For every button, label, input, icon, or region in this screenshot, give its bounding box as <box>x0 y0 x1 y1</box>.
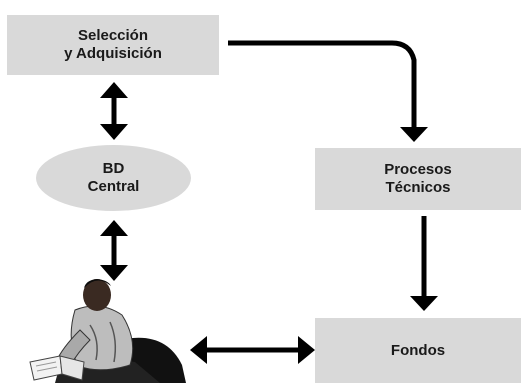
arrow-seleccion-bd-bidirectional <box>100 82 128 140</box>
node-seleccion-adquisicion: Selección y Adquisición <box>7 15 219 75</box>
person-reading-icon <box>29 279 186 383</box>
node-fondos: Fondos <box>315 318 521 383</box>
arrow-bd-reader-bidirectional <box>100 220 128 281</box>
node-procesos-tecnicos: Procesos Técnicos <box>315 148 521 210</box>
arrow-procesos-to-fondos <box>410 216 438 311</box>
node-bd-central: BD Central <box>36 145 191 211</box>
arrow-reader-fondos-bidirectional <box>190 336 315 364</box>
arrow-seleccion-to-procesos <box>228 40 428 142</box>
